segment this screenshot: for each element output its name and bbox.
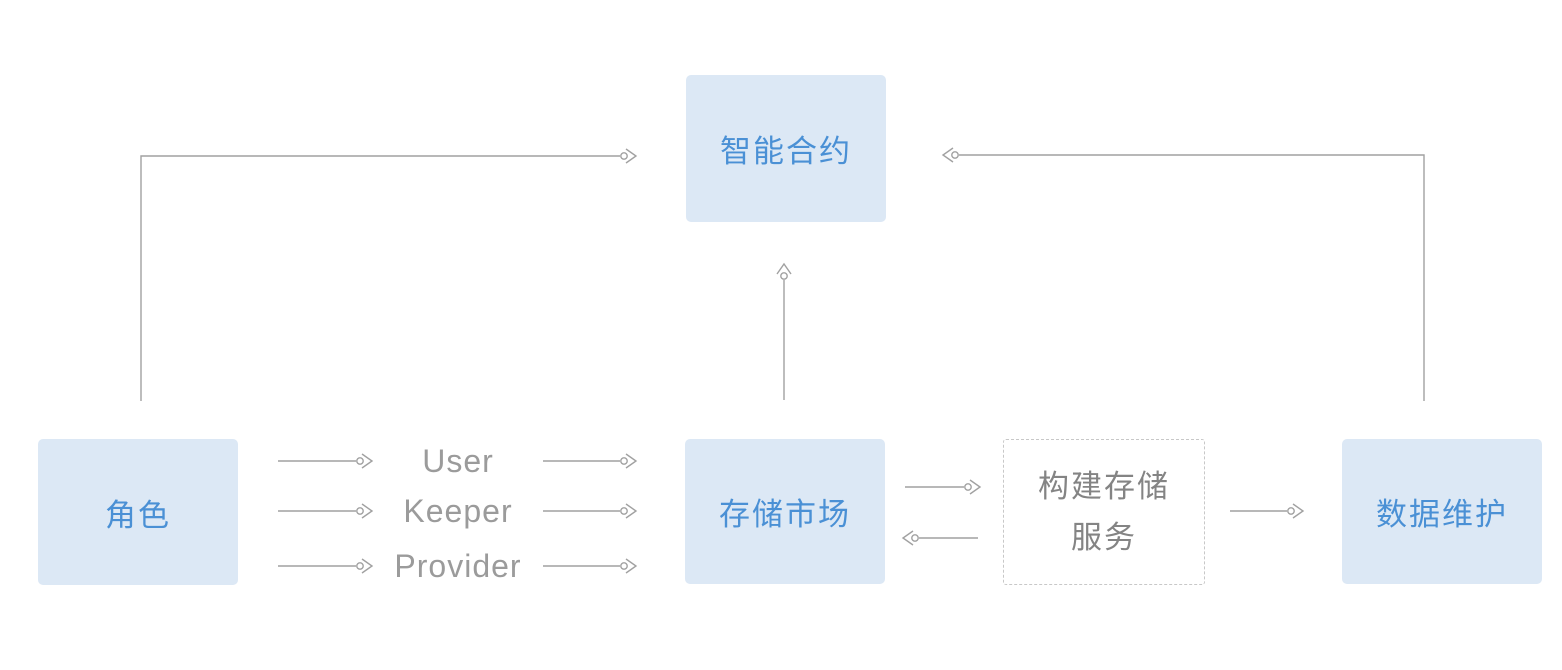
node-build-storage-service-label-line1: 构建存储 xyxy=(1038,469,1170,504)
node-data-maintenance-label: 数据维护 xyxy=(1376,497,1508,532)
node-build-storage-service-label-line2: 服务 xyxy=(1071,520,1137,555)
connector-service-to-storage-market xyxy=(901,530,978,546)
connector-storage-market-to-service xyxy=(905,479,982,495)
edge-label-provider: Provider xyxy=(394,548,522,584)
node-role: 角色 xyxy=(38,439,238,585)
node-data-maintenance: 数据维护 xyxy=(1342,439,1542,584)
edge-label-user: User xyxy=(422,443,494,479)
node-storage-market: 存储市场 xyxy=(685,439,885,584)
node-build-storage-service: 构建存储 服务 xyxy=(1003,439,1205,585)
node-role-label: 角色 xyxy=(105,497,171,533)
connector-storage-market-to-smart-contract xyxy=(776,262,792,400)
node-smart-contract-label: 智能合约 xyxy=(720,134,852,169)
connector-service-to-data-maintenance xyxy=(1230,503,1305,519)
node-smart-contract: 智能合约 xyxy=(686,75,886,222)
connector-role-to-smart-contract xyxy=(140,148,638,401)
connector-data-maintenance-to-smart-contract xyxy=(941,147,1425,401)
node-storage-market-label: 存储市场 xyxy=(719,497,851,532)
edge-label-keeper: Keeper xyxy=(403,493,513,529)
